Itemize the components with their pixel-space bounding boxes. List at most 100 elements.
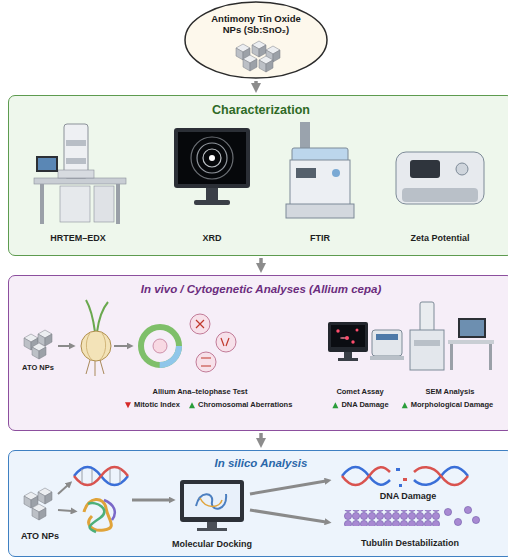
nanoparticle-cluster bbox=[24, 330, 52, 359]
item-label: DNA Damage bbox=[341, 401, 388, 410]
xrd-monitor bbox=[178, 132, 246, 184]
damaged-dna bbox=[399, 484, 402, 487]
sem-instrument bbox=[489, 344, 492, 370]
flow-arrow bbox=[58, 481, 326, 522]
comet-assay-station bbox=[344, 352, 352, 358]
flow-arrow bbox=[259, 258, 263, 265]
hrtem-microscope bbox=[66, 158, 86, 164]
xrd-monitor bbox=[209, 155, 215, 161]
item-label: DNA Damage bbox=[380, 491, 437, 501]
xrd-monitor bbox=[206, 188, 218, 200]
node-title: Characterization bbox=[9, 103, 508, 118]
dna-helix bbox=[82, 469, 120, 483]
damaged-dna bbox=[414, 467, 468, 485]
ftir-spectrometer bbox=[296, 168, 316, 178]
zeta-analyzer bbox=[456, 163, 468, 175]
onion-bulb bbox=[86, 300, 95, 332]
microtubule bbox=[344, 510, 440, 526]
increase-triangle bbox=[189, 402, 195, 408]
comet-assay-station bbox=[331, 325, 365, 347]
cell-cycle bbox=[141, 327, 179, 365]
item-label: Chromosomal Aberrations bbox=[198, 401, 292, 410]
xrd-monitor bbox=[203, 149, 221, 167]
hrtem-microscope bbox=[66, 140, 86, 146]
hrtem-microscope bbox=[40, 184, 44, 224]
sem-instrument bbox=[410, 330, 444, 370]
item-label: ATO NPs bbox=[22, 364, 54, 373]
flow-arrow bbox=[250, 481, 326, 494]
flow-arrow bbox=[254, 81, 258, 85]
sem-instrument bbox=[420, 302, 434, 332]
ftir-spectrometer bbox=[332, 169, 340, 177]
xrd-monitor bbox=[197, 143, 227, 173]
node-title: Antimony Tin Oxide NPs (Sb:SnO₂) bbox=[202, 13, 310, 36]
item-label: FTIR bbox=[310, 233, 330, 243]
dna-helix bbox=[74, 467, 128, 485]
sem-instrument bbox=[450, 344, 453, 370]
damaged-dna bbox=[414, 467, 468, 485]
decrease-triangle bbox=[125, 402, 131, 408]
nanoparticle-cluster bbox=[38, 488, 52, 504]
xrd-monitor bbox=[174, 128, 250, 188]
hrtem-microscope bbox=[36, 156, 58, 172]
ftir-spectrometer bbox=[286, 122, 354, 218]
microtubule bbox=[464, 506, 471, 513]
dna-helix bbox=[74, 467, 128, 485]
protein-structure bbox=[84, 499, 115, 532]
flow-arrow bbox=[259, 433, 263, 440]
nanoparticle-cluster bbox=[32, 343, 46, 359]
cell-cycle bbox=[216, 332, 236, 352]
microtubule bbox=[444, 508, 451, 515]
flow-arrow bbox=[132, 499, 170, 502]
node-title: In vivo / Cytogenetic Analyses (Allium c… bbox=[9, 283, 508, 297]
flow-arrow bbox=[58, 510, 72, 511]
computer bbox=[184, 484, 240, 517]
zeta-analyzer bbox=[402, 188, 478, 202]
microtubule bbox=[454, 518, 461, 525]
protein-structure bbox=[88, 503, 104, 532]
zeta-analyzer bbox=[396, 152, 484, 204]
comet-assay-station bbox=[328, 322, 404, 361]
onion-bulb bbox=[81, 331, 111, 361]
item-label: XRD bbox=[202, 233, 221, 243]
item-label: SEM Analysis bbox=[426, 388, 475, 397]
increase-triangle bbox=[402, 402, 408, 408]
ftir-spectrometer bbox=[286, 204, 354, 218]
computer bbox=[197, 528, 227, 531]
nanoparticle-cluster bbox=[32, 504, 46, 520]
item-label: Allium Ana–telophase Test bbox=[152, 388, 247, 397]
item-label: Zeta Potential bbox=[410, 233, 469, 243]
item-label: ATO NPs bbox=[21, 531, 59, 541]
sem-instrument bbox=[460, 320, 484, 336]
increase-triangle bbox=[332, 402, 338, 408]
microtubule bbox=[344, 506, 480, 526]
comet-assay-station bbox=[356, 329, 359, 332]
hrtem-microscope bbox=[58, 170, 94, 178]
sem-instrument bbox=[448, 340, 494, 344]
flow-arrow bbox=[250, 510, 326, 522]
computer bbox=[180, 480, 244, 522]
protein-structure bbox=[104, 500, 115, 520]
nanoparticle-cluster bbox=[259, 56, 273, 72]
hrtem-microscope bbox=[34, 178, 126, 184]
computer bbox=[180, 480, 244, 531]
onion-bulb bbox=[97, 302, 108, 332]
damaged-dna bbox=[342, 467, 468, 487]
xrd-monitor bbox=[194, 200, 230, 205]
comet-assay-station bbox=[340, 337, 346, 339]
comet-assay-station bbox=[338, 358, 358, 361]
computer bbox=[200, 498, 222, 507]
nanoparticle-cluster bbox=[252, 41, 266, 57]
nanoparticle-cluster bbox=[24, 488, 52, 520]
onion-bulb bbox=[86, 333, 105, 360]
cell-cycle bbox=[196, 352, 216, 372]
hrtem-microscope bbox=[60, 186, 90, 222]
damaged-dna bbox=[342, 467, 390, 485]
cell-cycle bbox=[153, 339, 167, 353]
sem-instrument bbox=[410, 302, 494, 370]
cell-cycle bbox=[196, 320, 229, 366]
flow-arrow bbox=[58, 485, 68, 494]
flow-arrow bbox=[114, 345, 128, 347]
